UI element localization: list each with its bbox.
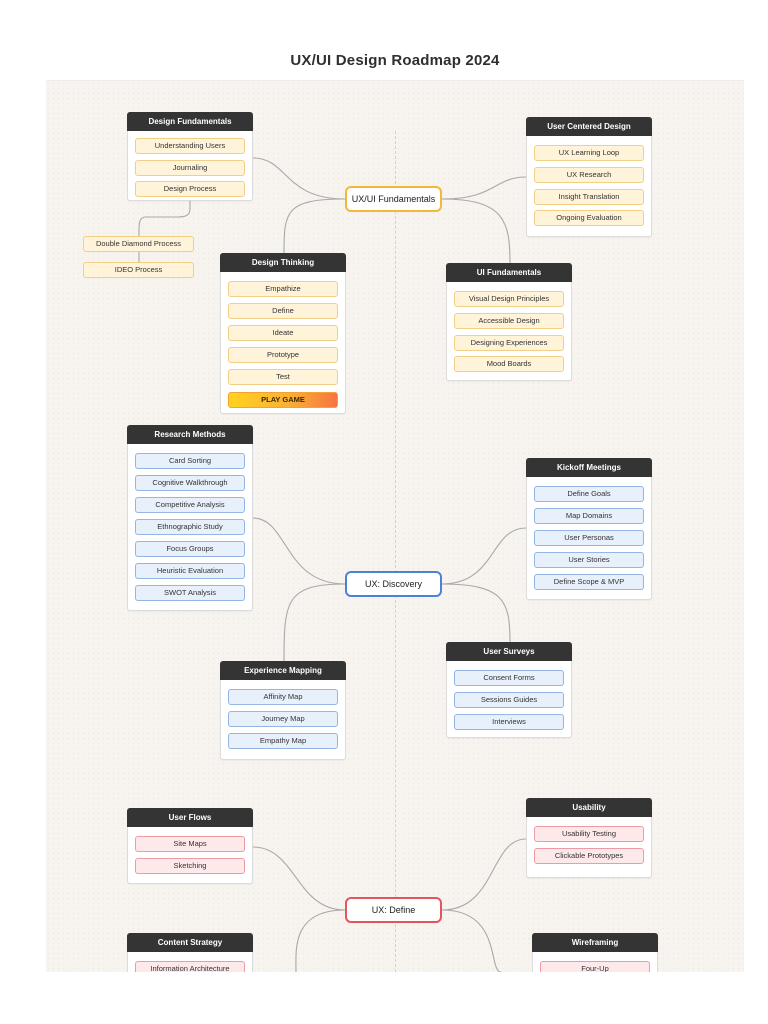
user-surveys-card: User Surveys Consent Forms Sessions Guid… (446, 642, 572, 738)
kickoff-meetings-card: Kickoff Meetings Define Goals Map Domain… (526, 458, 652, 600)
focus-groups-item[interactable]: Focus Groups (135, 541, 245, 557)
insight-translation-item[interactable]: Insight Translation (534, 189, 644, 205)
understanding-users-item[interactable]: Understanding Users (135, 138, 245, 154)
user-flows-card: User Flows Site Maps Sketching (127, 808, 253, 884)
connector-user-flows (252, 846, 346, 911)
connector-experience-mapping (283, 583, 346, 662)
consent-forms-item[interactable]: Consent Forms (454, 670, 564, 686)
design-fundamentals-title: Design Fundamentals (127, 112, 253, 131)
user-centered-design-title: User Centered Design (526, 117, 652, 136)
sketching-item[interactable]: Sketching (135, 858, 245, 874)
competitive-analysis-item[interactable]: Competitive Analysis (135, 497, 245, 513)
card-sorting-item[interactable]: Card Sorting (135, 453, 245, 469)
content-strategy-card: Content Strategy Information Architectur… (127, 933, 253, 972)
ideate-item[interactable]: Ideate (228, 325, 338, 341)
play-game-button[interactable]: PLAY GAME (228, 392, 338, 408)
design-thinking-card: Design Thinking Empathize Define Ideate … (220, 253, 346, 414)
information-architecture-item[interactable]: Information Architecture (135, 961, 245, 972)
designing-experiences-item[interactable]: Designing Experiences (454, 335, 564, 351)
ux-ui-fundamentals-hub[interactable]: UX/UI Fundamentals (345, 186, 442, 212)
roadmap-canvas[interactable]: Design Fundamentals Understanding Users … (46, 81, 744, 972)
user-stories-item[interactable]: User Stories (534, 552, 644, 568)
content-strategy-title: Content Strategy (127, 933, 253, 952)
connector-wireframing (441, 909, 502, 972)
test-item[interactable]: Test (228, 369, 338, 385)
user-flows-title: User Flows (127, 808, 253, 827)
design-thinking-title: Design Thinking (220, 253, 346, 272)
affinity-map-item[interactable]: Affinity Map (228, 689, 338, 705)
define-item[interactable]: Define (228, 303, 338, 319)
research-methods-title: Research Methods (127, 425, 253, 444)
site-maps-item[interactable]: Site Maps (135, 836, 245, 852)
connector-design-fundamentals (252, 157, 346, 200)
kickoff-meetings-title: Kickoff Meetings (526, 458, 652, 477)
connector-design-thinking (283, 198, 346, 254)
ux-learning-loop-item[interactable]: UX Learning Loop (534, 145, 644, 161)
wireframing-title: Wireframing (532, 933, 658, 952)
ui-fundamentals-title: UI Fundamentals (446, 263, 572, 282)
wireframing-card: Wireframing Four-Up (532, 933, 658, 972)
ui-fundamentals-card: UI Fundamentals Visual Design Principles… (446, 263, 572, 381)
visual-design-principles-item[interactable]: Visual Design Principles (454, 291, 564, 307)
double-diamond-process-chip[interactable]: Double Diamond Process (83, 236, 194, 252)
mood-boards-item[interactable]: Mood Boards (454, 356, 564, 372)
usability-card: Usability Usability Testing Clickable Pr… (526, 798, 652, 878)
user-centered-design-card: User Centered Design UX Learning Loop UX… (526, 117, 652, 237)
journey-map-item[interactable]: Journey Map (228, 711, 338, 727)
ideo-process-chip[interactable]: IDEO Process (83, 262, 194, 278)
ongoing-evaluation-item[interactable]: Ongoing Evaluation (534, 210, 644, 226)
connector-research-methods (252, 517, 346, 585)
clickable-prototypes-item[interactable]: Clickable Prototypes (534, 848, 644, 864)
define-scope-mvp-item[interactable]: Define Scope & MVP (534, 574, 644, 590)
connector-lines (138, 157, 527, 972)
ux-research-item[interactable]: UX Research (534, 167, 644, 183)
prototype-item[interactable]: Prototype (228, 347, 338, 363)
usability-title: Usability (526, 798, 652, 817)
accessible-design-item[interactable]: Accessible Design (454, 313, 564, 329)
four-up-item[interactable]: Four-Up (540, 961, 650, 972)
journaling-item[interactable]: Journaling (135, 160, 245, 176)
interviews-item[interactable]: Interviews (454, 714, 564, 730)
design-process-item[interactable]: Design Process (135, 181, 245, 197)
connector-ui-fundamentals (441, 198, 511, 264)
connector-content-strategy (295, 909, 346, 972)
empathy-map-item[interactable]: Empathy Map (228, 733, 338, 749)
empathize-item[interactable]: Empathize (228, 281, 338, 297)
cognitive-walkthrough-item[interactable]: Cognitive Walkthrough (135, 475, 245, 491)
ethnographic-study-item[interactable]: Ethnographic Study (135, 519, 245, 535)
connector-user-centered-design (441, 176, 527, 200)
research-methods-card: Research Methods Card Sorting Cognitive … (127, 425, 253, 611)
connector-user-surveys (441, 583, 511, 643)
sessions-guides-item[interactable]: Sessions Guides (454, 692, 564, 708)
heuristic-evaluation-item[interactable]: Heuristic Evaluation (135, 563, 245, 579)
map-domains-item[interactable]: Map Domains (534, 508, 644, 524)
define-goals-item[interactable]: Define Goals (534, 486, 644, 502)
usability-testing-item[interactable]: Usability Testing (534, 826, 644, 842)
user-personas-item[interactable]: User Personas (534, 530, 644, 546)
experience-mapping-card: Experience Mapping Affinity Map Journey … (220, 661, 346, 760)
center-divider (395, 131, 396, 972)
page-header: UX/UI Design Roadmap 2024 (46, 44, 744, 81)
user-surveys-title: User Surveys (446, 642, 572, 661)
ux-discovery-hub[interactable]: UX: Discovery (345, 571, 442, 597)
design-fundamentals-card: Design Fundamentals Understanding Users … (127, 112, 253, 201)
page-title: UX/UI Design Roadmap 2024 (290, 52, 500, 69)
connector-design-process-branch (138, 198, 191, 269)
connector-usability (441, 838, 527, 911)
swot-analysis-item[interactable]: SWOT Analysis (135, 585, 245, 601)
ux-define-hub[interactable]: UX: Define (345, 897, 442, 923)
connector-kickoff-meetings (441, 527, 527, 585)
experience-mapping-title: Experience Mapping (220, 661, 346, 680)
